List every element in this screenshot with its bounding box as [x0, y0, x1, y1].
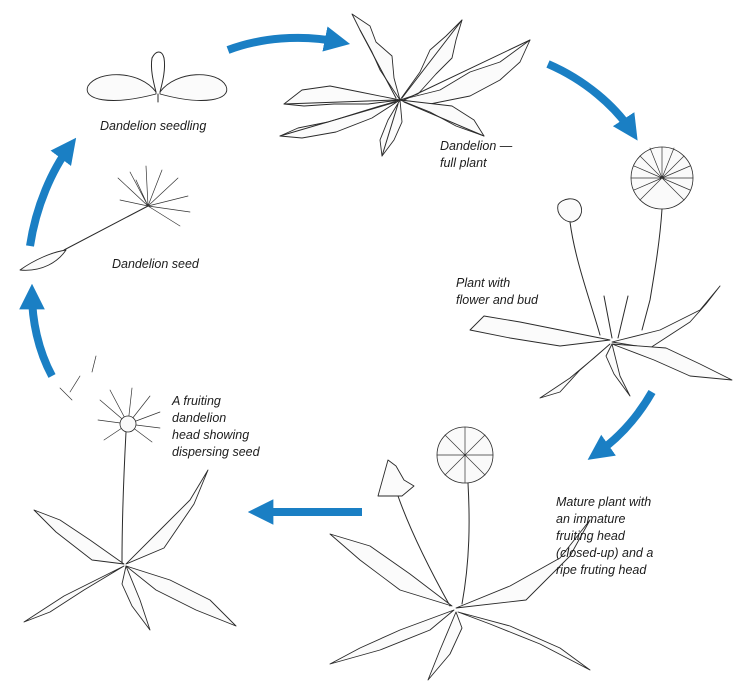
label-seedling: Dandelion seedling	[100, 118, 206, 135]
label-flower-bud: Plant with flower and bud	[456, 275, 538, 309]
cycle-arrows	[30, 38, 652, 512]
arrow-fruiting-to-seed	[32, 294, 52, 376]
mature-plant-illustration	[330, 427, 590, 680]
arrow-seedling-to-full-plant	[228, 38, 340, 50]
label-fruiting: A fruiting dandelion head showing disper…	[172, 393, 260, 461]
flower-bud-plant-illustration	[470, 147, 732, 398]
label-mature: Mature plant with an immature fruiting h…	[556, 494, 653, 579]
arrow-flower-to-mature	[596, 392, 652, 454]
label-seed: Dandelion seed	[112, 256, 199, 273]
arrow-full-plant-to-flower	[548, 64, 632, 132]
label-full-plant: Dandelion — full plant	[440, 138, 512, 172]
seedling-illustration	[87, 52, 227, 102]
arrow-seed-to-seedling	[30, 146, 70, 246]
